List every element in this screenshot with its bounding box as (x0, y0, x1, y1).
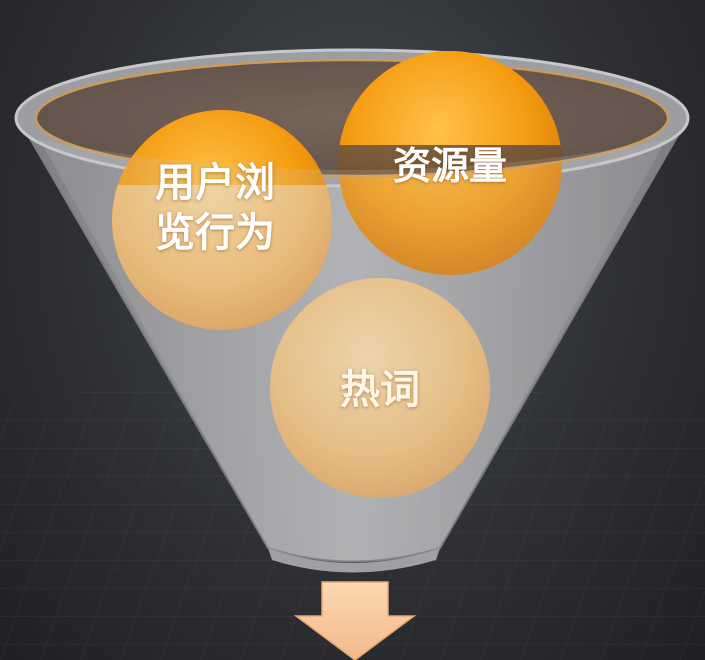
label-user-behavior: 用户浏 览行为 (155, 160, 275, 256)
ball-resource-top (339, 51, 561, 145)
label-hot-words: 热词 (340, 367, 420, 413)
funnel-glass (40, 140, 666, 562)
ball-user-behavior-lower (112, 185, 332, 330)
funnel-spout (268, 548, 440, 573)
ball-hot-words (270, 278, 490, 498)
label-resource-amount: 资源量 (392, 144, 507, 188)
down-arrow-icon (293, 581, 417, 660)
